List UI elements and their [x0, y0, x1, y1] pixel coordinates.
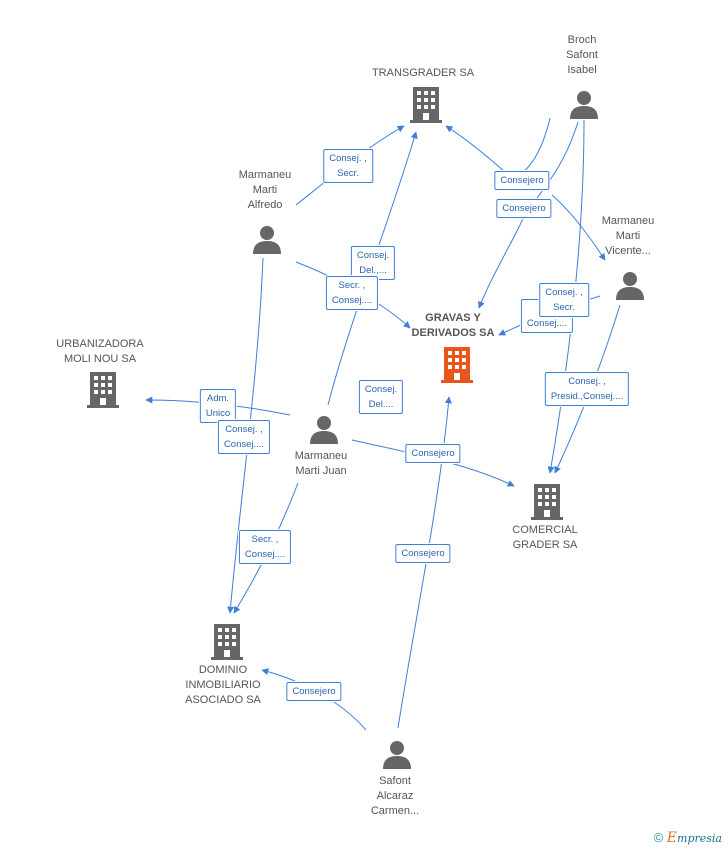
node-label-carmen[interactable]: Safont Alcaraz Carmen... — [370, 775, 420, 817]
person-icon — [570, 91, 598, 119]
building-icon — [211, 624, 243, 660]
building-icon — [87, 372, 119, 408]
edge-label-alfredo-transgrader[interactable]: Consej. , Secr. — [323, 149, 373, 183]
node-label-dominio[interactable]: DOMINIO INMOBILIARIO ASOCIADO SA — [185, 664, 261, 706]
edge-label-vicente-gravas-2[interactable]: Consej. , Secr. — [539, 283, 589, 317]
person-icon — [383, 741, 411, 769]
edge-label-broch-gravas[interactable]: Consejero — [496, 199, 552, 218]
node-label-gravas[interactable]: GRAVAS Y DERIVADOS SA — [411, 312, 495, 339]
edge-label-juan-urbanizadora[interactable]: Adm. Unico — [199, 389, 237, 423]
edge-label-juan-comercial[interactable]: Consejero — [405, 444, 461, 463]
building-icon-focus — [441, 347, 473, 383]
node-label-urbanizadora[interactable]: URBANIZADORA MOLI NOU SA — [56, 338, 144, 365]
node-label-comercial[interactable]: COMERCIAL GRADER SA — [512, 524, 578, 551]
person-icon — [616, 272, 644, 300]
edge-label-alfredo-dominio[interactable]: Consej. , Consej.... — [217, 420, 271, 454]
edge-label-alfredo-gravas[interactable]: Secr. , Consej.... — [325, 276, 379, 310]
edge-label-broch-transgrader[interactable]: Consejero — [494, 171, 550, 190]
node-label-vicente[interactable]: Marmaneu Marti Vicente... — [601, 215, 655, 257]
person-icon — [310, 416, 338, 444]
edge-broch-vicente — [551, 194, 606, 261]
edge-label-vicente-comercial[interactable]: Consej. , Presid.,Consej.... — [544, 372, 630, 406]
building-icon — [531, 484, 563, 520]
edge-broch-gravas — [478, 121, 579, 309]
edge-label-juan-gravas[interactable]: Consej. Del.... — [358, 380, 404, 414]
node-label-alfredo[interactable]: Marmaneu Marti Alfredo — [238, 169, 292, 211]
empresia-logo: © Empresia — [654, 830, 722, 846]
person-icon — [253, 226, 281, 254]
node-label-juan[interactable]: Marmaneu Marti Juan — [294, 450, 348, 477]
edge-broch-transgrader — [445, 117, 551, 176]
brand-initial: E — [666, 830, 678, 846]
edge-label-juan-dominio[interactable]: Secr. , Consej.... — [238, 530, 292, 564]
node-label-broch[interactable]: Broch Safont Isabel — [566, 34, 598, 76]
edge-label-juan-transgrader[interactable]: Consej. Del.,... — [350, 246, 396, 280]
building-icon — [410, 87, 442, 123]
edge-label-carmen-dominio[interactable]: Consejero — [286, 682, 342, 701]
brand-name: mpresia — [677, 832, 722, 845]
edge-label-carmen-gravas[interactable]: Consejero — [395, 544, 451, 563]
copyright-symbol: © — [653, 830, 664, 845]
node-label-transgrader[interactable]: TRANSGRADER SA — [371, 67, 475, 79]
